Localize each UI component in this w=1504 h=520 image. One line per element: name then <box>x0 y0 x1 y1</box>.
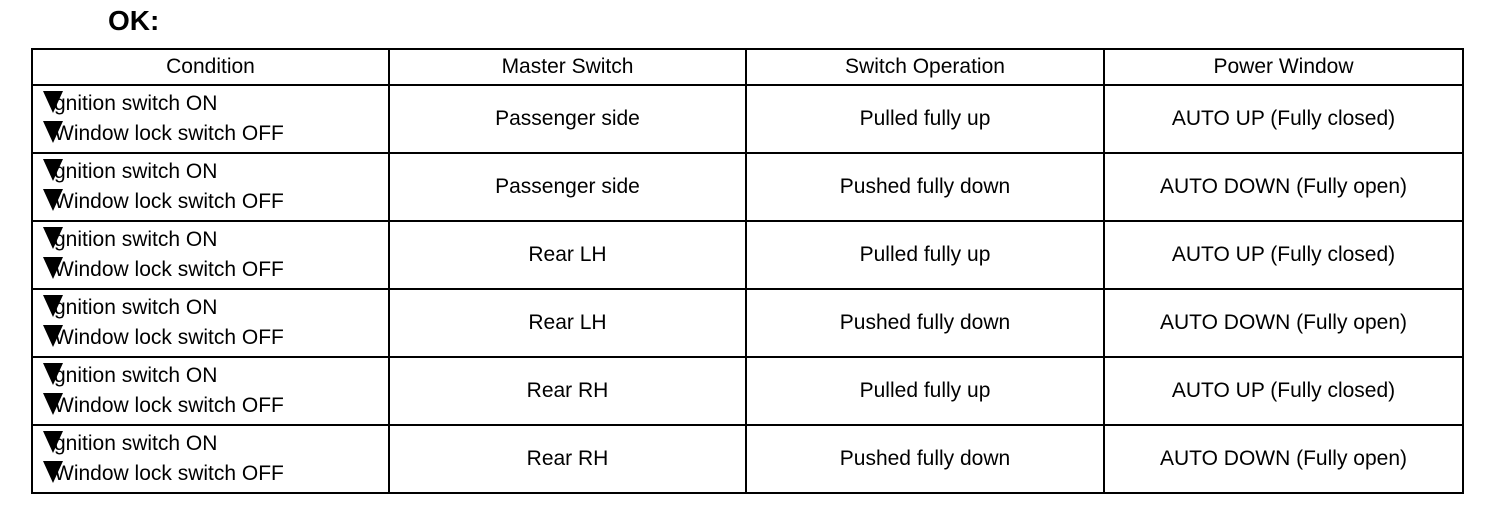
condition-line: gnition switch ON <box>43 293 388 323</box>
triangle-down-icon <box>43 121 63 143</box>
power-window-cell: AUTO DOWN (Fully open) <box>1103 152 1464 222</box>
master-switch-cell: Rear LH <box>388 288 747 358</box>
condition-cell: gnition switch ON Window lock switch OFF <box>31 84 390 154</box>
header-switch-operation: Switch Operation <box>745 48 1105 86</box>
table-row: gnition switch ON Window lock switch OFF… <box>31 220 1464 290</box>
condition-cell: gnition switch ON Window lock switch OFF <box>31 220 390 290</box>
triangle-down-icon <box>43 393 63 415</box>
condition-line: Window lock switch OFF <box>43 391 388 421</box>
triangle-down-icon <box>43 363 63 385</box>
condition-line: gnition switch ON <box>43 225 388 255</box>
condition-line: gnition switch ON <box>43 157 388 187</box>
header-condition: Condition <box>31 48 390 86</box>
header-master-switch: Master Switch <box>388 48 747 86</box>
condition-line: Window lock switch OFF <box>43 459 388 489</box>
table-row: gnition switch ON Window lock switch OFF… <box>31 152 1464 222</box>
table-row: gnition switch ON Window lock switch OFF… <box>31 424 1464 494</box>
master-switch-cell: Passenger side <box>388 84 747 154</box>
header-power-window: Power Window <box>1103 48 1464 86</box>
triangle-down-icon <box>43 159 63 181</box>
switch-operation-cell: Pushed fully down <box>745 424 1105 494</box>
switch-operation-cell: Pushed fully down <box>745 288 1105 358</box>
table-row: gnition switch ON Window lock switch OFF… <box>31 84 1464 154</box>
page-title: OK: <box>108 5 160 36</box>
switch-operation-cell: Pulled fully up <box>745 356 1105 426</box>
triangle-down-icon <box>43 189 63 211</box>
switch-operation-cell: Pulled fully up <box>745 84 1105 154</box>
result-table: Condition Master Switch Switch Operation… <box>31 48 1464 494</box>
triangle-down-icon <box>43 91 63 113</box>
condition-cell: gnition switch ON Window lock switch OFF <box>31 288 390 358</box>
triangle-down-icon <box>43 227 63 249</box>
condition-cell: gnition switch ON Window lock switch OFF <box>31 152 390 222</box>
power-window-cell: AUTO UP (Fully closed) <box>1103 356 1464 426</box>
condition-line: Window lock switch OFF <box>43 119 388 149</box>
triangle-down-icon <box>43 325 63 347</box>
table-header-row: Condition Master Switch Switch Operation… <box>31 48 1464 86</box>
table-row: gnition switch ON Window lock switch OFF… <box>31 356 1464 426</box>
power-window-cell: AUTO DOWN (Fully open) <box>1103 288 1464 358</box>
table-row: gnition switch ON Window lock switch OFF… <box>31 288 1464 358</box>
master-switch-cell: Rear RH <box>388 356 747 426</box>
triangle-down-icon <box>43 257 63 279</box>
condition-cell: gnition switch ON Window lock switch OFF <box>31 424 390 494</box>
triangle-down-icon <box>43 295 63 317</box>
switch-operation-cell: Pushed fully down <box>745 152 1105 222</box>
condition-line: Window lock switch OFF <box>43 255 388 285</box>
condition-line: Window lock switch OFF <box>43 187 388 217</box>
condition-line: gnition switch ON <box>43 429 388 459</box>
condition-line: gnition switch ON <box>43 361 388 391</box>
master-switch-cell: Rear RH <box>388 424 747 494</box>
switch-operation-cell: Pulled fully up <box>745 220 1105 290</box>
power-window-cell: AUTO UP (Fully closed) <box>1103 84 1464 154</box>
master-switch-cell: Passenger side <box>388 152 747 222</box>
triangle-down-icon <box>43 461 63 483</box>
condition-line: gnition switch ON <box>43 89 388 119</box>
condition-cell: gnition switch ON Window lock switch OFF <box>31 356 390 426</box>
condition-line: Window lock switch OFF <box>43 323 388 353</box>
master-switch-cell: Rear LH <box>388 220 747 290</box>
triangle-down-icon <box>43 431 63 453</box>
power-window-cell: AUTO DOWN (Fully open) <box>1103 424 1464 494</box>
power-window-cell: AUTO UP (Fully closed) <box>1103 220 1464 290</box>
